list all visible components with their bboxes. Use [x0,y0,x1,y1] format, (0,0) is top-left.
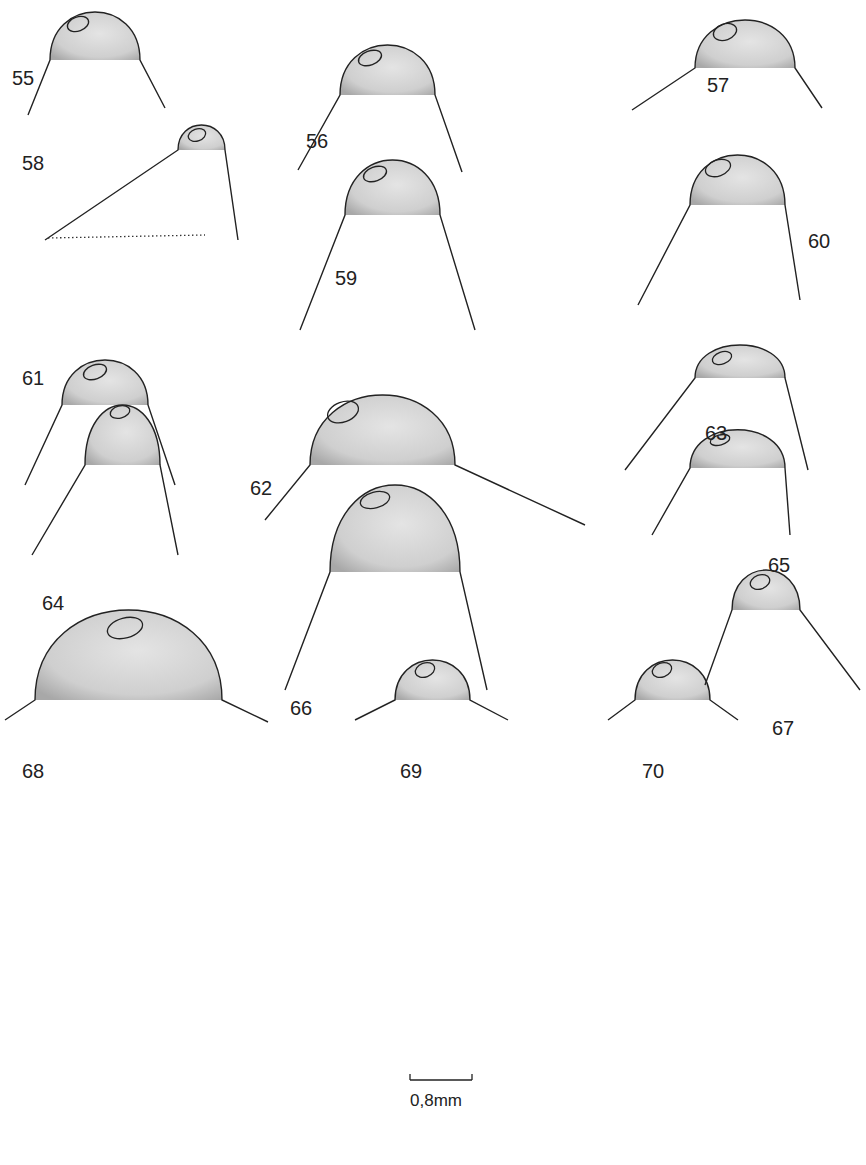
figure-number: 66 [290,697,312,719]
figure-number: 57 [707,74,729,96]
figure-number: 61 [22,367,44,389]
figure-number: 65 [768,554,790,576]
figure-number: 67 [772,717,794,739]
figure-number: 70 [642,760,664,782]
figure-number: 56 [306,130,328,152]
figure-number: 62 [250,477,272,499]
scale-bar [410,1074,472,1080]
figure-number: 59 [335,267,357,289]
figure-number: 68 [22,760,44,782]
figure-number: 63 [705,422,727,444]
figure-number: 64 [42,592,64,614]
figure-number: 58 [22,152,44,174]
figure-number: 60 [808,230,830,252]
scale-label: 0,8mm [410,1090,462,1112]
figure-number: 69 [400,760,422,782]
figure-number: 55 [12,67,34,89]
